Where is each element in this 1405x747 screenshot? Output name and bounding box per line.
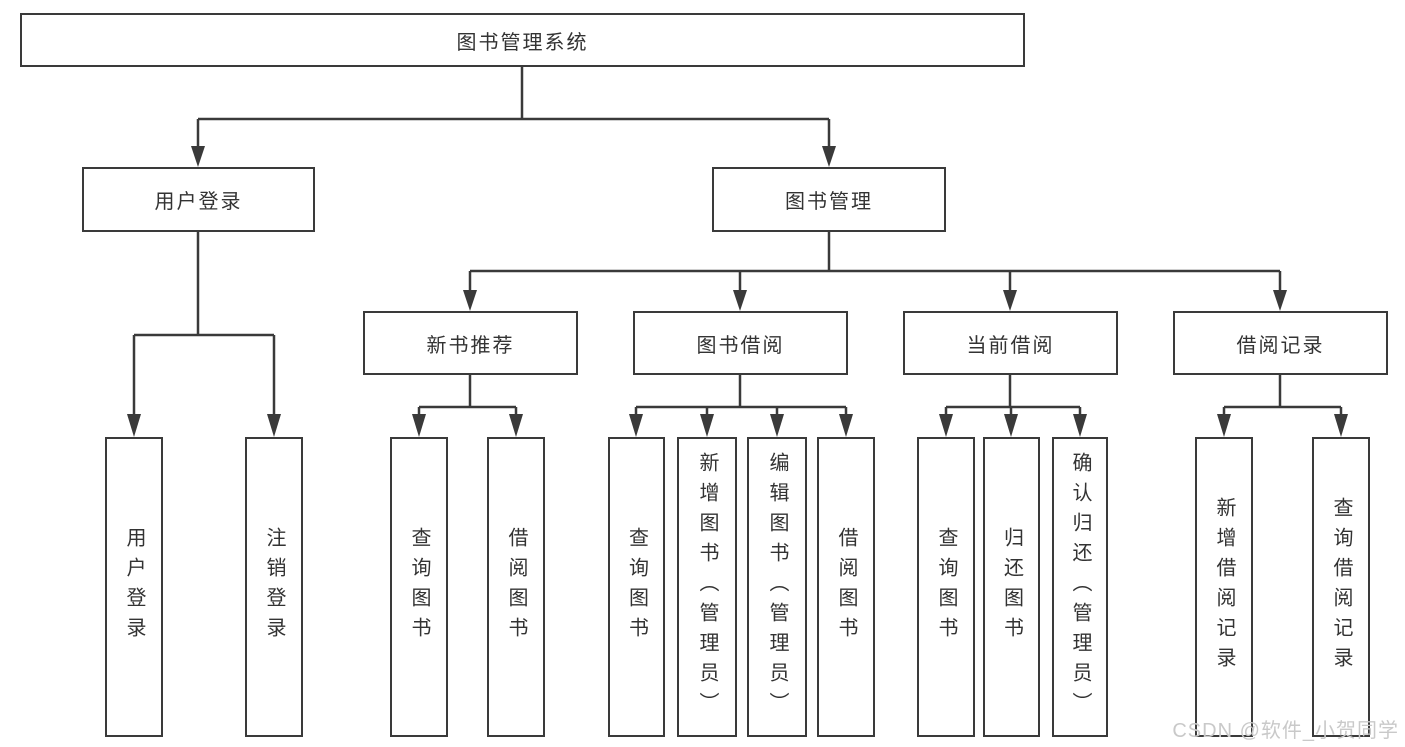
node-label: 新增借阅记录: [1213, 497, 1235, 677]
arrowhead-icon: [1004, 414, 1018, 437]
arrowhead-icon: [1003, 290, 1017, 311]
node-borrowing-records: 借阅记录: [1173, 311, 1388, 375]
node-leaf-query-books-current: 查询图书: [917, 437, 975, 737]
node-leaf-query-books-borrow: 查询图书: [608, 437, 665, 737]
node-user-login: 用户登录: [82, 167, 315, 232]
arrowhead-icon: [1217, 414, 1231, 437]
node-label: 查询图书: [625, 527, 648, 647]
arrowhead-icon: [1073, 414, 1087, 437]
node-leaf-return-books: 归还图书: [983, 437, 1040, 737]
arrowhead-icon: [509, 414, 523, 437]
node-label: 注销登录: [263, 527, 285, 647]
node-label: 借阅记录: [1236, 334, 1325, 357]
node-leaf-query-books-recommend: 查询图书: [390, 437, 448, 737]
node-label: 查询借阅记录: [1330, 497, 1352, 677]
node-label: 用户登录: [123, 527, 145, 647]
node-label: 归还图书: [1000, 527, 1023, 647]
node-library-management-system: 图书管理系统: [20, 13, 1025, 67]
arrowhead-icon: [191, 146, 205, 167]
arrowhead-icon: [700, 414, 714, 437]
arrowhead-icon: [629, 414, 643, 437]
node-leaf-query-borrow-record: 查询借阅记录: [1312, 437, 1370, 737]
arrowhead-icon: [733, 290, 747, 311]
arrowhead-icon: [939, 414, 953, 437]
node-label: 新增图书（管理员）: [696, 452, 718, 722]
node-book-management: 图书管理: [712, 167, 946, 232]
arrowhead-icon: [1334, 414, 1348, 437]
node-leaf-user-login: 用户登录: [105, 437, 163, 737]
node-label: 确认归还（管理员）: [1069, 452, 1091, 722]
node-new-book-recommendation: 新书推荐: [363, 311, 578, 375]
node-label: 查询图书: [935, 527, 957, 647]
arrowhead-icon: [770, 414, 784, 437]
node-leaf-borrow-books-recommend: 借阅图书: [487, 437, 545, 737]
arrowheads: [127, 146, 1348, 437]
node-label: 借阅图书: [505, 527, 527, 647]
arrowhead-icon: [1273, 290, 1287, 311]
node-leaf-add-books-admin: 新增图书（管理员）: [677, 437, 737, 737]
arrowhead-icon: [463, 290, 477, 311]
arrowhead-icon: [267, 414, 281, 437]
arrowhead-icon: [127, 414, 141, 437]
node-leaf-borrow-books: 借阅图书: [817, 437, 875, 737]
node-label: 用户登录: [154, 191, 243, 213]
node-current-borrowing: 当前借阅: [903, 311, 1118, 375]
node-leaf-logout: 注销登录: [245, 437, 303, 737]
node-label: 编辑图书（管理员）: [766, 452, 788, 722]
watermark-text: CSDN @软件_小贺同学: [1172, 720, 1399, 742]
node-label: 图书管理系统: [456, 31, 589, 54]
node-label: 当前借阅: [966, 334, 1055, 357]
node-label: 图书管理: [785, 191, 873, 213]
node-leaf-add-borrow-record: 新增借阅记录: [1195, 437, 1253, 737]
node-label: 新书推荐: [426, 334, 515, 357]
node-label: 借阅图书: [835, 527, 857, 647]
node-book-borrowing: 图书借阅: [633, 311, 848, 375]
connector-path: [132, 67, 1343, 419]
arrowhead-icon: [822, 146, 836, 167]
arrowhead-icon: [839, 414, 853, 437]
node-leaf-confirm-return-admin: 确认归还（管理员）: [1052, 437, 1108, 737]
arrowhead-icon: [412, 414, 426, 437]
node-label: 图书借阅: [696, 334, 785, 357]
node-label: 查询图书: [408, 527, 430, 647]
node-leaf-edit-books-admin: 编辑图书（管理员）: [747, 437, 807, 737]
